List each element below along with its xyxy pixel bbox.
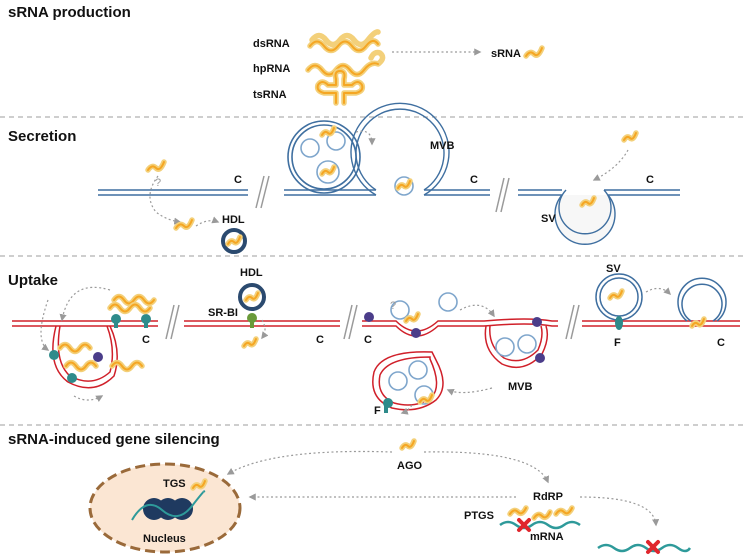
uptake-arrow	[73, 395, 104, 402]
srna-free	[173, 217, 195, 231]
section-title-uptake: Uptake	[8, 272, 58, 289]
hprna-icon	[305, 49, 386, 78]
srna-ago	[399, 438, 417, 451]
membrane-uptake-2	[184, 320, 340, 327]
label-rdrp: RdRP	[533, 491, 563, 503]
x-mark-icon	[517, 518, 531, 532]
label-f: F	[374, 405, 381, 417]
silencing-arrow	[226, 450, 393, 475]
question-mark: ?	[390, 300, 396, 312]
label-mvb: MVB	[430, 140, 455, 152]
mrna-strand	[499, 505, 581, 530]
label-nucleus: Nucleus	[143, 533, 186, 545]
label-sv: SV	[541, 213, 556, 225]
label-hdl: HDL	[240, 267, 263, 279]
section-title-silencing: sRNA-induced gene silencing	[8, 431, 220, 448]
srna-secreted	[145, 159, 167, 173]
receptor-icon	[615, 316, 623, 330]
srna-in-mvb	[319, 125, 413, 191]
uptake-arrow	[459, 304, 495, 318]
uptake-arrow	[59, 286, 111, 322]
label-c: C	[646, 174, 654, 186]
separator-double-bar	[495, 177, 510, 213]
label-hprna: hpRNA	[253, 63, 290, 75]
tsrna-icon	[314, 68, 366, 106]
silencing-arrow	[579, 496, 660, 527]
receptor-icon	[364, 312, 545, 413]
membrane-uptake-3	[362, 318, 558, 411]
membrane-secretion-1	[98, 189, 248, 196]
label-ago: AGO	[397, 460, 423, 472]
label-ptgs: PTGS	[464, 510, 494, 522]
srna-icon	[523, 45, 545, 59]
separator-double-bar	[255, 175, 270, 209]
label-sr-bi: SR-BI	[208, 307, 238, 319]
question-mark: ?	[155, 177, 161, 189]
section-title-secretion: Secretion	[8, 128, 76, 145]
receptor-icon	[247, 313, 257, 328]
srna-in-sv	[579, 130, 639, 208]
separator-double-bar	[565, 304, 580, 340]
srna-uptake-2	[241, 336, 259, 349]
label-hdl: HDL	[222, 214, 245, 226]
label-c: C	[234, 174, 242, 186]
uptake-arrow	[400, 404, 413, 415]
srna-uptake-1	[57, 293, 157, 373]
secretion-arrow	[195, 216, 220, 227]
membrane-secretion-3	[518, 189, 680, 245]
label-c: C	[142, 334, 150, 346]
receptor-icon	[49, 314, 151, 383]
dsrna-icon	[307, 29, 381, 54]
secretion-arrow	[592, 149, 629, 181]
label-c: C	[470, 174, 478, 186]
label-tgs: TGS	[163, 478, 186, 490]
label-mrna: mRNA	[530, 531, 564, 543]
label-sv: SV	[606, 263, 621, 275]
srna-uptake-4	[607, 288, 707, 329]
label-c: C	[717, 337, 725, 349]
label-c: C	[364, 334, 372, 346]
chromatin-icon	[131, 490, 206, 521]
mvb-compartment	[287, 120, 361, 194]
section-title-production: sRNA production	[8, 4, 131, 21]
label-srna: sRNA	[491, 48, 521, 60]
uptake-arrow	[40, 299, 50, 351]
label-f: F	[614, 337, 621, 349]
separator-double-bar	[343, 304, 358, 340]
uptake-arrow	[261, 319, 269, 340]
membrane-uptake-4	[582, 320, 740, 327]
mrna-cleaved	[597, 543, 692, 553]
x-mark-icon	[646, 540, 660, 554]
label-tsrna: tsRNA	[253, 89, 287, 101]
vesicle-icon	[300, 131, 414, 196]
srna-tgs	[190, 478, 208, 491]
label-c: C	[316, 334, 324, 346]
separator-double-bar	[165, 304, 180, 340]
membrane-uptake-1	[12, 320, 158, 389]
label-dsrna: dsRNA	[253, 38, 290, 50]
uptake-arrow	[645, 287, 672, 296]
uptake-arrow	[446, 387, 493, 396]
hdl-particle-icon	[238, 283, 266, 311]
silencing-arrow	[423, 451, 549, 484]
hdl-particle-icon	[221, 228, 247, 254]
label-mvb: MVB	[508, 381, 533, 393]
srna-uptake-3	[403, 311, 435, 405]
membrane-secretion-2	[284, 102, 490, 196]
